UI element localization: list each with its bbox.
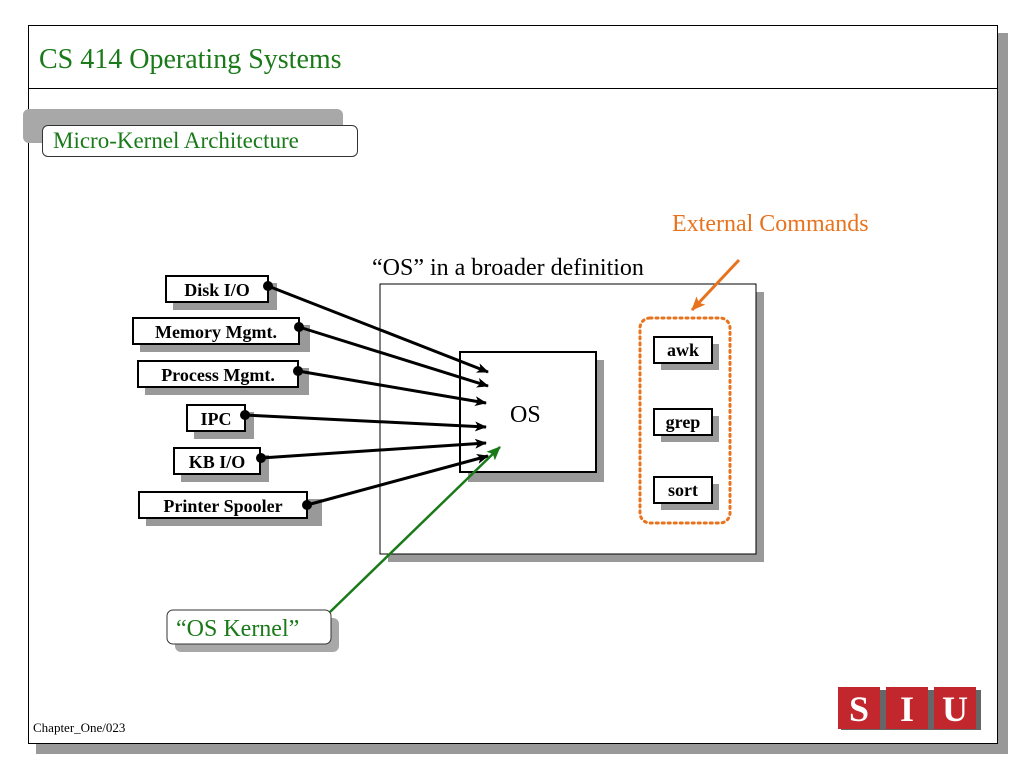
- service-printer-spooler-label: Printer Spooler: [163, 496, 282, 516]
- service-connectors: [244, 284, 489, 507]
- external-commands-group: [638, 316, 732, 525]
- service-printer-spooler: Printer Spooler: [138, 491, 322, 526]
- page-title: CS 414 Operating Systems: [39, 44, 342, 75]
- page-footer: Chapter_One/023: [33, 720, 126, 735]
- command-grep: grep: [653, 408, 719, 442]
- service-kb-io-label: KB I/O: [189, 452, 246, 472]
- connector-memory-mgmt: [298, 325, 489, 388]
- kernel-callout-label: “OS Kernel”: [176, 616, 299, 642]
- command-awk-label: awk: [667, 340, 699, 360]
- logo-letter-s: S: [849, 689, 869, 729]
- connector-dots: [240, 281, 312, 510]
- external-commands-label: External Commands: [672, 211, 869, 237]
- os-label: OS: [510, 402, 541, 428]
- subtitle-box: Micro-Kernel Architecture: [42, 125, 358, 157]
- service-disk-io-label: Disk I/O: [184, 280, 250, 300]
- section-subtitle: Micro-Kernel Architecture: [53, 128, 299, 153]
- connector-disk-io: [267, 284, 489, 374]
- siu-logo: S I U: [838, 687, 981, 730]
- service-process-mgmt: Process Mgmt.: [137, 360, 309, 395]
- service-process-mgmt-label: Process Mgmt.: [161, 365, 275, 385]
- service-ipc: IPC: [186, 404, 254, 439]
- kernel-callout-box: [166, 609, 332, 645]
- service-memory-mgmt-label: Memory Mgmt.: [155, 322, 277, 342]
- logo-letter-i: I: [900, 689, 914, 729]
- command-sort: sort: [653, 476, 719, 510]
- broader-os-label: “OS” in a broader definition: [372, 255, 644, 281]
- service-kb-io: KB I/O: [173, 447, 269, 482]
- service-ipc-label: IPC: [201, 409, 232, 429]
- service-disk-io: Disk I/O: [165, 275, 277, 310]
- header-divider: [29, 88, 997, 89]
- kernel-callout-arrow: [329, 446, 501, 613]
- logo-letter-u: U: [942, 689, 968, 729]
- external-commands-arrow: [690, 258, 741, 312]
- connector-kb-io: [260, 438, 487, 460]
- connector-printer-spooler: [306, 454, 489, 507]
- service-memory-mgmt: Memory Mgmt.: [132, 317, 310, 352]
- connector-ipc: [244, 413, 487, 432]
- command-grep-label: grep: [666, 412, 701, 432]
- command-awk: awk: [653, 336, 719, 370]
- command-sort-label: sort: [668, 480, 698, 500]
- connector-process-mgmt: [297, 369, 487, 407]
